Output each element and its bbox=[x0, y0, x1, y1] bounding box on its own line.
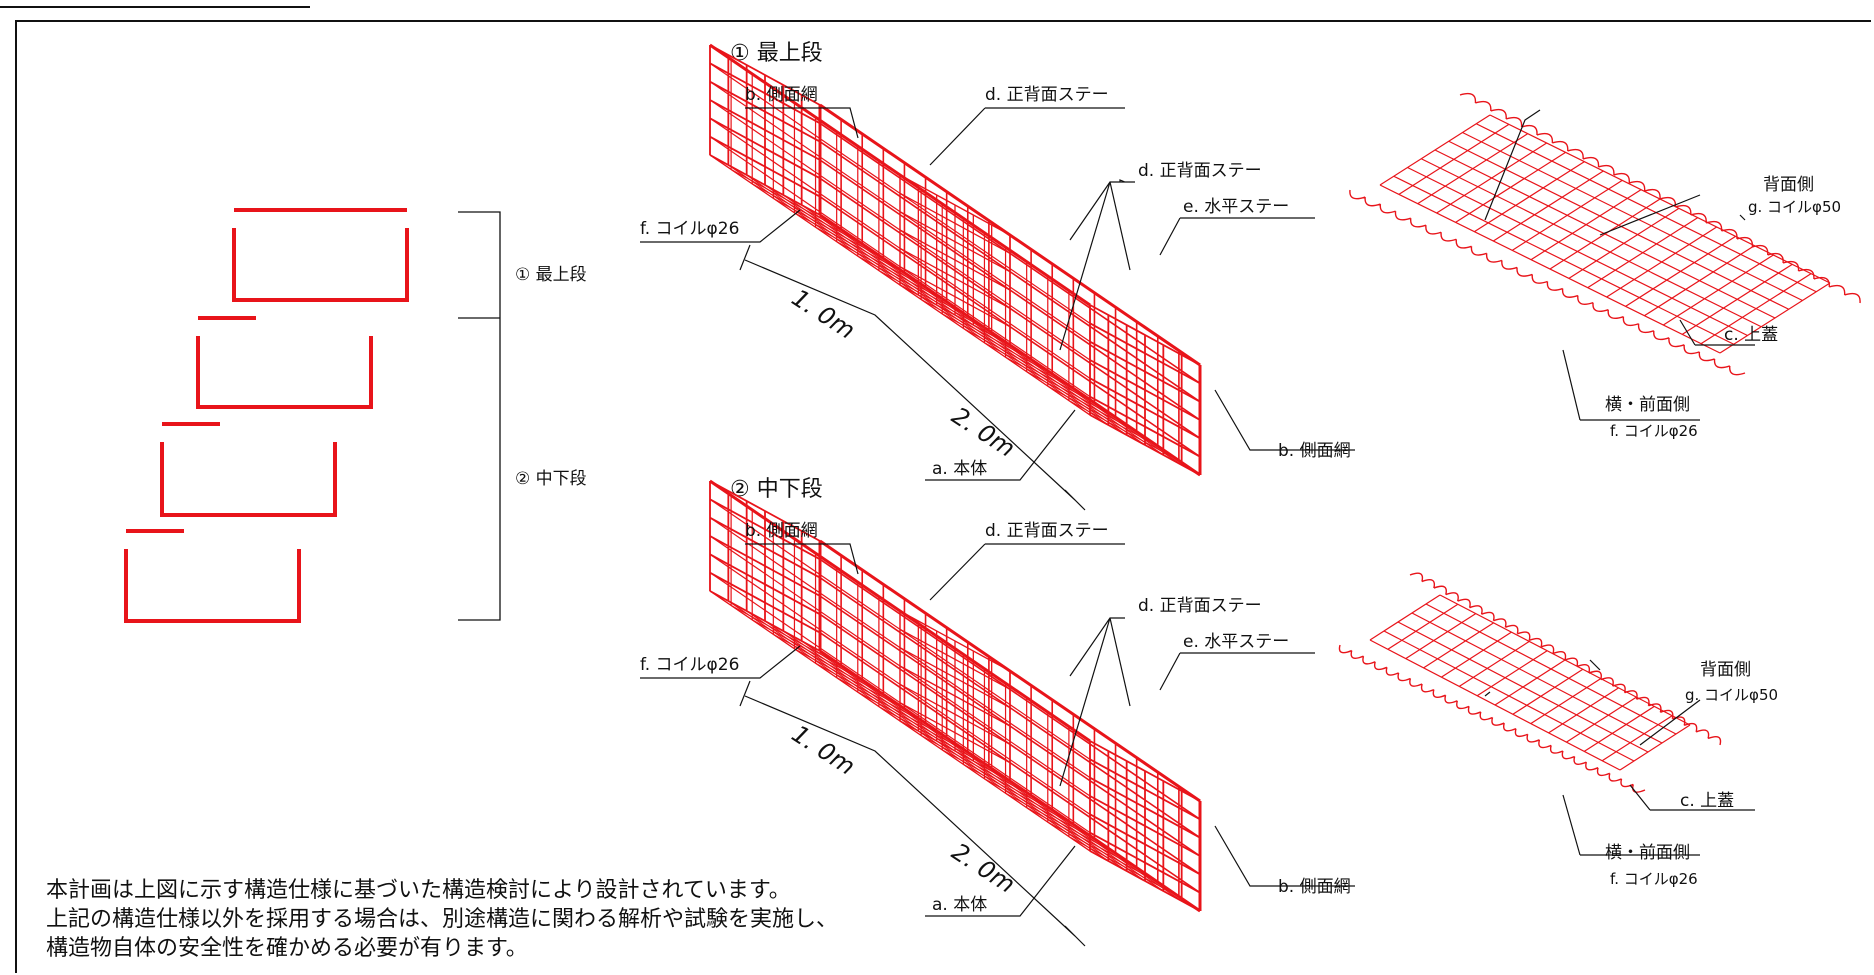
s2-label-d-stay-mid: d. 正背面ステー bbox=[1138, 596, 1262, 616]
note-line-1: 本計画は上図に示す構造仕様に基づいた構造検討により設計されています。 bbox=[46, 878, 791, 903]
s2-lid-back-side: 背面側 bbox=[1700, 660, 1751, 680]
s1-lid-f-coil: f. コイルφ26 bbox=[1610, 422, 1698, 440]
gabion-box-1 bbox=[709, 43, 1202, 477]
legend-tier1: ① 最上段 bbox=[515, 265, 587, 285]
legend-tier2: ② 中下段 bbox=[515, 469, 587, 489]
s2-lid-side-front: 横・前面側 bbox=[1605, 843, 1690, 863]
s2-lid-g-coil: g. コイルφ50 bbox=[1685, 686, 1778, 704]
s2-label-a-body: a. 本体 bbox=[932, 895, 987, 915]
section2-title: ② 中下段 bbox=[730, 477, 823, 502]
s1-label-f-coil: f. コイルφ26 bbox=[640, 219, 739, 239]
section1-leaders bbox=[640, 107, 1755, 511]
gabion-lid-2 bbox=[1338, 572, 1722, 793]
tier-profile-3 bbox=[160, 422, 337, 517]
drawing-frame bbox=[15, 20, 1871, 973]
gabion-box-2 bbox=[709, 479, 1202, 913]
design-note: 本計画は上図に示す構造仕様に基づいた構造検討により設計されています。 上記の構造… bbox=[46, 876, 838, 963]
top-rule bbox=[0, 6, 310, 8]
gabion-lid-1 bbox=[1349, 92, 1861, 376]
s2-label-f-coil: f. コイルφ26 bbox=[640, 655, 739, 675]
s2-dim-length: 2. 0m bbox=[947, 838, 1020, 899]
note-line-3: 構造物自体の安全性を確かめる必要が有ります。 bbox=[46, 936, 528, 961]
s1-lid-c-top: c. 上蓋 bbox=[1724, 325, 1778, 345]
s1-lid-side-front: 横・前面側 bbox=[1605, 395, 1690, 415]
s1-lid-back-side: 背面側 bbox=[1763, 175, 1814, 195]
s2-label-b-side-net-right: b. 側面網 bbox=[1278, 877, 1351, 897]
s1-label-d-stay-top: d. 正背面ステー bbox=[985, 85, 1109, 105]
section1-title: ① 最上段 bbox=[730, 41, 823, 66]
section2-leaders bbox=[640, 543, 1755, 947]
s1-label-b-side-net: b. 側面網 bbox=[745, 85, 818, 105]
tier-profile-4 bbox=[124, 529, 301, 623]
s1-label-a-body: a. 本体 bbox=[932, 459, 987, 479]
s1-dim-length: 2. 0m bbox=[947, 402, 1020, 463]
s1-lid-g-coil: g. コイルφ50 bbox=[1748, 198, 1841, 216]
s1-label-e-horizontal-stay: e. 水平ステー bbox=[1183, 197, 1289, 217]
tier-profile-2 bbox=[196, 316, 373, 409]
s2-label-d-stay-top: d. 正背面ステー bbox=[985, 521, 1109, 541]
note-line-2: 上記の構造仕様以外を採用する場合は、別途構造に関わる解析や試験を実施し、 bbox=[46, 907, 839, 932]
s2-lid-f-coil: f. コイルφ26 bbox=[1610, 870, 1698, 888]
s2-label-b-side-net: b. 側面網 bbox=[745, 521, 818, 541]
tier-stack-diagram bbox=[124, 208, 409, 623]
tier-bracket bbox=[458, 211, 501, 621]
s2-label-e-horizontal-stay: e. 水平ステー bbox=[1183, 632, 1289, 652]
s1-label-d-stay-mid: d. 正背面ステー bbox=[1138, 161, 1262, 181]
s2-lid-c-top: c. 上蓋 bbox=[1680, 791, 1734, 811]
tier-profile-1 bbox=[232, 208, 409, 302]
s1-label-b-side-net-right: b. 側面網 bbox=[1278, 441, 1351, 461]
